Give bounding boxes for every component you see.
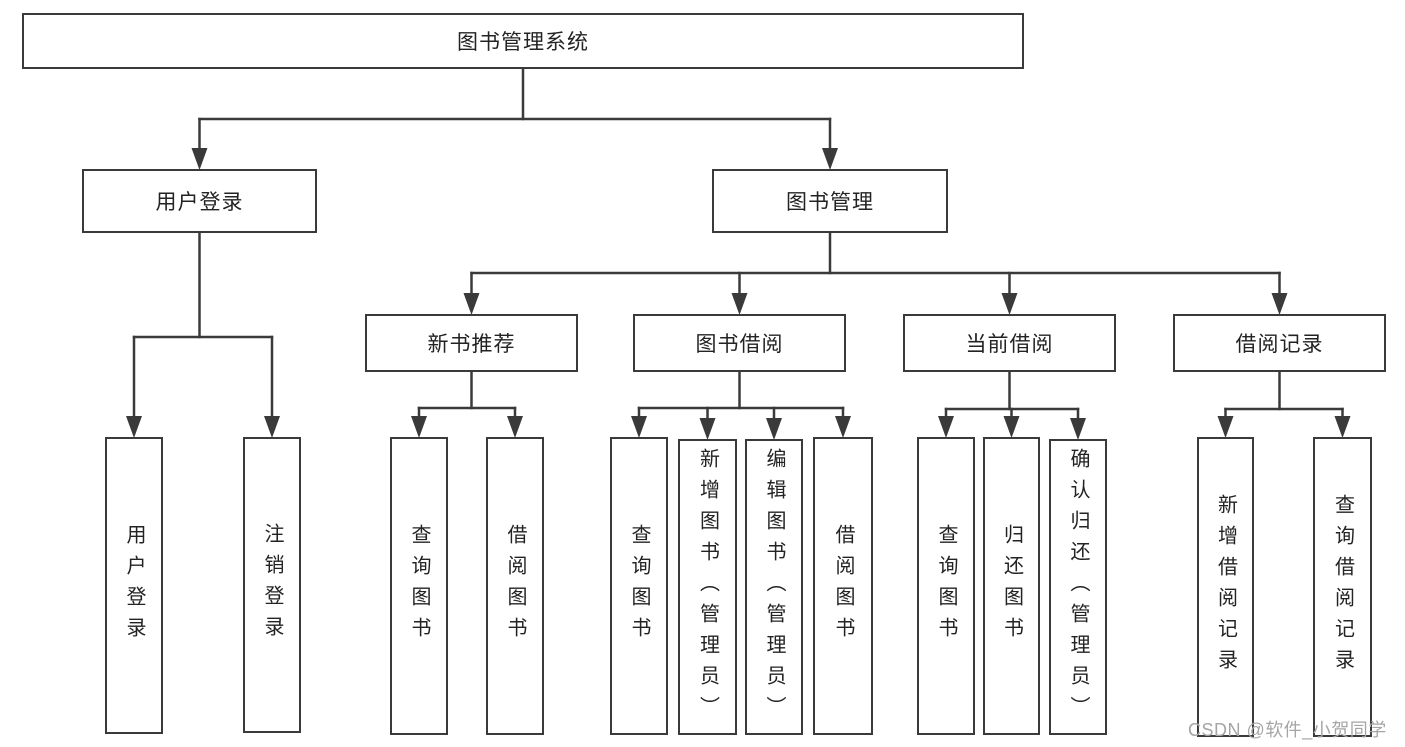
node-label-mgmt: 图书管理: [786, 191, 874, 214]
arrowhead-icon: [1217, 416, 1234, 438]
arrowhead-icon: [699, 418, 716, 440]
node-label-bw-query: 查询图书: [628, 524, 650, 648]
node-login-out: 注销登录: [243, 437, 301, 733]
node-label-cur-query: 查询图书: [935, 524, 957, 648]
node-bw-add: 新增图书（管理员）: [678, 439, 737, 735]
node-label-cur-confirm: 确认归还（管理员）: [1067, 447, 1089, 727]
node-bw-borrow: 借阅图书: [813, 437, 873, 735]
arrowhead-icon: [731, 293, 748, 315]
arrowhead-icon: [1001, 293, 1018, 315]
node-label-current: 当前借阅: [965, 333, 1054, 356]
arrowhead-icon: [766, 418, 782, 440]
node-label-bw-edit: 编辑图书（管理员）: [763, 447, 785, 727]
node-current: 当前借阅: [903, 314, 1116, 372]
node-login: 用户登录: [82, 169, 317, 233]
node-cur-query: 查询图书: [917, 437, 975, 735]
arrowhead-icon: [264, 416, 280, 438]
node-borrow: 图书借阅: [633, 314, 846, 372]
node-bw-query: 查询图书: [610, 437, 668, 735]
node-label-login-out: 注销登录: [261, 523, 283, 647]
node-nr-query: 查询图书: [390, 437, 448, 735]
node-label-borrow: 图书借阅: [695, 333, 784, 356]
arrowhead-icon: [1070, 418, 1086, 440]
node-bw-edit: 编辑图书（管理员）: [745, 439, 803, 735]
node-label-records: 借阅记录: [1235, 333, 1324, 356]
arrowhead-icon: [126, 416, 142, 438]
node-label-bw-add: 新增图书（管理员）: [696, 447, 719, 727]
node-label-rec-add: 新增借阅记录: [1214, 494, 1237, 680]
node-rec-query: 查询借阅记录: [1313, 437, 1372, 737]
node-login-user: 用户登录: [105, 437, 163, 734]
arrowhead-icon: [631, 416, 647, 438]
node-rec-add: 新增借阅记录: [1197, 437, 1254, 737]
arrowhead-icon: [507, 416, 523, 438]
node-label-login: 用户登录: [155, 191, 244, 214]
node-label-newrec: 新书推荐: [427, 333, 516, 356]
node-cur-return: 归还图书: [983, 437, 1040, 735]
arrowhead-icon: [835, 416, 851, 438]
node-label-nr-query: 查询图书: [408, 524, 430, 648]
node-label-root: 图书管理系统: [457, 31, 589, 54]
arrowhead-icon: [463, 293, 480, 315]
arrowhead-icon: [1271, 293, 1288, 315]
node-label-nr-borrow: 借阅图书: [504, 524, 526, 648]
node-label-rec-query: 查询借阅记录: [1331, 494, 1354, 680]
arrowhead-icon: [191, 148, 208, 170]
arrowhead-icon: [1334, 416, 1351, 438]
node-label-login-user: 用户登录: [123, 523, 145, 648]
arrowhead-icon: [1003, 416, 1020, 438]
node-cur-confirm: 确认归还（管理员）: [1049, 439, 1107, 735]
node-label-bw-borrow: 借阅图书: [832, 524, 854, 648]
node-label-cur-return: 归还图书: [1000, 524, 1023, 648]
node-records: 借阅记录: [1173, 314, 1386, 372]
node-nr-borrow: 借阅图书: [486, 437, 544, 735]
watermark: CSDN @软件_小贺同学: [1188, 720, 1387, 740]
arrowhead-icon: [938, 416, 954, 438]
node-mgmt: 图书管理: [712, 169, 948, 233]
node-root: 图书管理系统: [22, 13, 1024, 69]
node-newrec: 新书推荐: [365, 314, 578, 372]
arrowhead-icon: [822, 148, 838, 170]
arrowhead-icon: [411, 416, 427, 438]
